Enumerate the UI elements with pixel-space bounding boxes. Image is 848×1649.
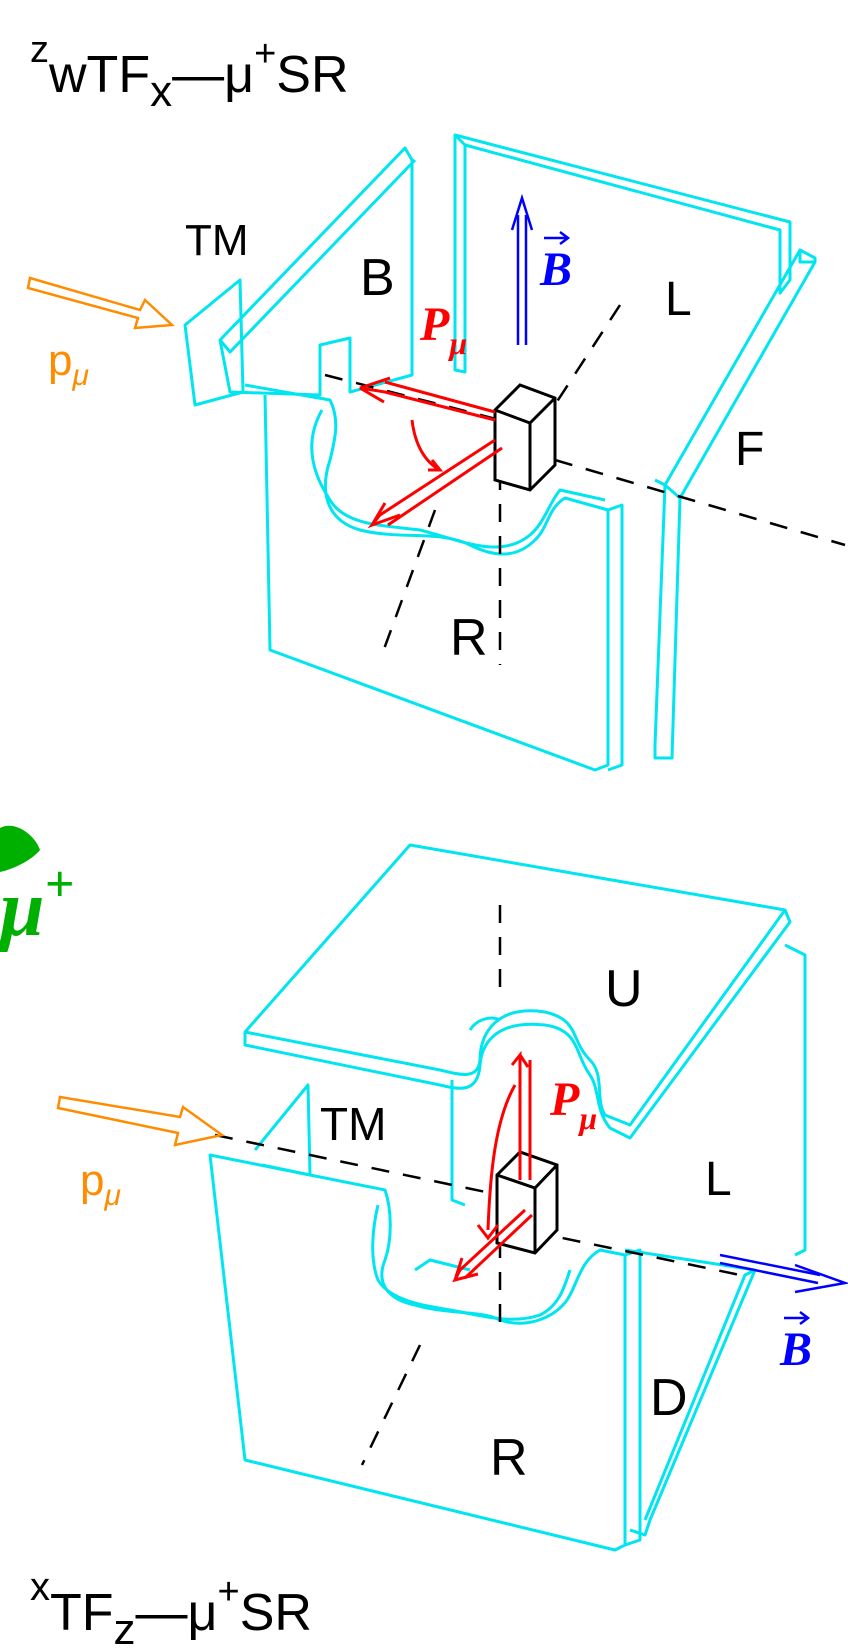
label-left-bottom: L: [705, 1153, 732, 1206]
label-up: U: [605, 960, 643, 1018]
panel-left-wall-bottom: [784, 943, 807, 1257]
label-beam-top: pμ: [48, 336, 89, 392]
label-polarization-top: Pμ: [419, 298, 467, 361]
panel-left-wall: [453, 133, 792, 374]
panel-tm: [183, 278, 245, 407]
muon-beam-icon: [0, 825, 40, 872]
axis-forward-top: [554, 458, 846, 547]
top-axes: [324, 304, 846, 665]
label-field-top: B: [539, 231, 572, 296]
label-beam-bottom: pμ: [80, 1156, 121, 1212]
svg-text:B: B: [539, 243, 572, 296]
top-beam-arrow: [26, 276, 175, 330]
panel-right-front: [244, 383, 610, 772]
bottom-axes: [214, 905, 741, 1466]
muon-label: μ+: [0, 825, 74, 953]
top-field-arrow: [510, 193, 534, 345]
bottom-title: xTFz—μ+SR: [30, 1565, 312, 1649]
label-polarization-bottom: Pμ: [549, 1073, 597, 1136]
panel-tm-bottom: [253, 1083, 312, 1177]
label-left-top: L: [665, 273, 692, 326]
top-polarization: [359, 376, 503, 529]
pol-arrow-rotated: [367, 438, 496, 529]
bottom-beam-arrow: [56, 1095, 226, 1147]
bottom-polarization: [452, 1050, 534, 1283]
bottom-panels: [208, 843, 807, 1552]
bottom-field-arrow: [719, 1253, 848, 1294]
label-right-bottom: R: [490, 1429, 528, 1487]
top-title: zwTFx—μ+SR: [30, 29, 349, 116]
axis-back-top: [378, 509, 437, 661]
panel-forward: [653, 248, 817, 760]
top-panels: [183, 133, 817, 772]
pol-arrow-up: [510, 1050, 530, 1180]
top-diagram: zwTFx—μ+SR: [26, 29, 846, 772]
axis-beam-bottom: [214, 1133, 501, 1197]
svg-text:B: B: [779, 1323, 812, 1376]
panel-back: [218, 146, 414, 397]
axis-back-bottom: [360, 1344, 422, 1466]
panel-up: [243, 843, 787, 1127]
bottom-sample-cube: [495, 1150, 559, 1255]
bottom-diagram: U TM L D R pμ Pμ B xTFz—μ+SR: [30, 843, 848, 1649]
pol-rotation-arc-bottom: [486, 1084, 517, 1231]
svg-text:μ+: μ+: [0, 856, 74, 953]
label-forward: F: [735, 423, 764, 476]
pol-arrow-back: [359, 376, 496, 422]
label-down: D: [650, 1369, 688, 1427]
top-sample-cube: [493, 383, 557, 492]
label-tm-bottom: TM: [320, 1098, 386, 1150]
label-field-bottom: B: [779, 1311, 812, 1376]
label-right-top: R: [450, 609, 488, 667]
label-back: B: [360, 249, 395, 307]
axis-depth-top: [543, 304, 622, 421]
label-tm-top: TM: [185, 216, 249, 265]
panel-down: [624, 1248, 757, 1537]
